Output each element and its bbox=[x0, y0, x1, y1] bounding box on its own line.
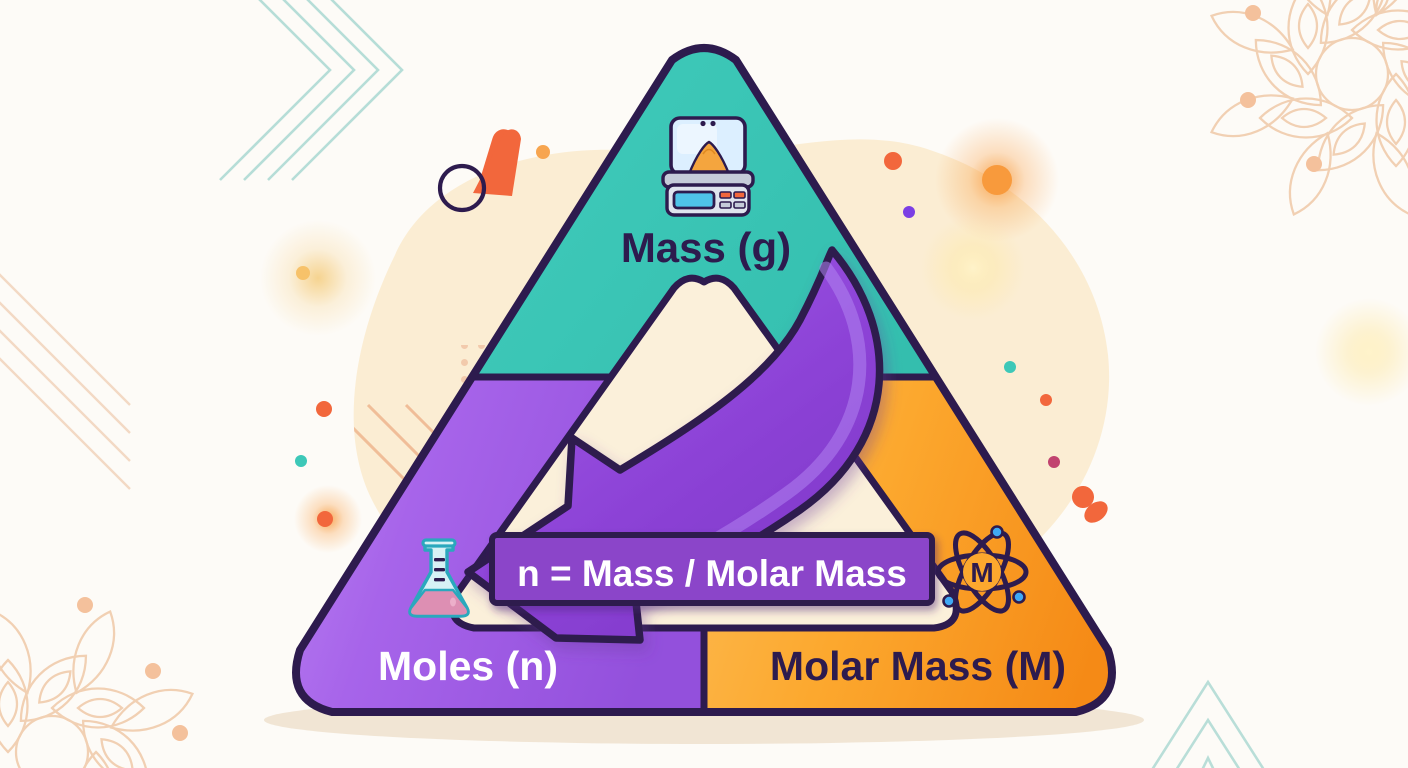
glow-halo bbox=[1315, 298, 1408, 406]
formula-text: n = Mass / Molar Mass bbox=[517, 553, 907, 594]
glow-halo bbox=[921, 216, 1025, 320]
mandala-ornament-top-right bbox=[1209, 0, 1408, 217]
node-molar-mass[interactable]: M Molar Mass (M) bbox=[770, 525, 1066, 689]
node-moles-label: Moles (n) bbox=[378, 643, 558, 689]
node-mass[interactable]: Mass (g) bbox=[621, 116, 791, 271]
glow-halo bbox=[260, 220, 376, 336]
diagonal-lines-left bbox=[0, 273, 131, 490]
coral-triangle bbox=[473, 129, 521, 196]
node-mass-label: Mass (g) bbox=[621, 224, 791, 271]
node-molar-mass-label: Molar Mass (M) bbox=[770, 643, 1066, 689]
digital-scale-icon bbox=[661, 116, 755, 217]
atom-icon: M bbox=[935, 525, 1029, 614]
chevron-lines-bottom-right bbox=[1151, 679, 1265, 768]
chevron-lines-top-left bbox=[219, 0, 404, 181]
atom-symbol: M bbox=[970, 557, 993, 588]
triangle-outline bbox=[292, 44, 1116, 716]
flask-icon bbox=[408, 538, 470, 618]
node-moles[interactable]: Moles (n) bbox=[378, 538, 558, 689]
formula-banner[interactable] bbox=[489, 532, 935, 606]
mandala-ornament-bottom-left bbox=[0, 609, 195, 768]
circle-outline-decor bbox=[437, 163, 487, 213]
decor-dots bbox=[77, 5, 1322, 741]
